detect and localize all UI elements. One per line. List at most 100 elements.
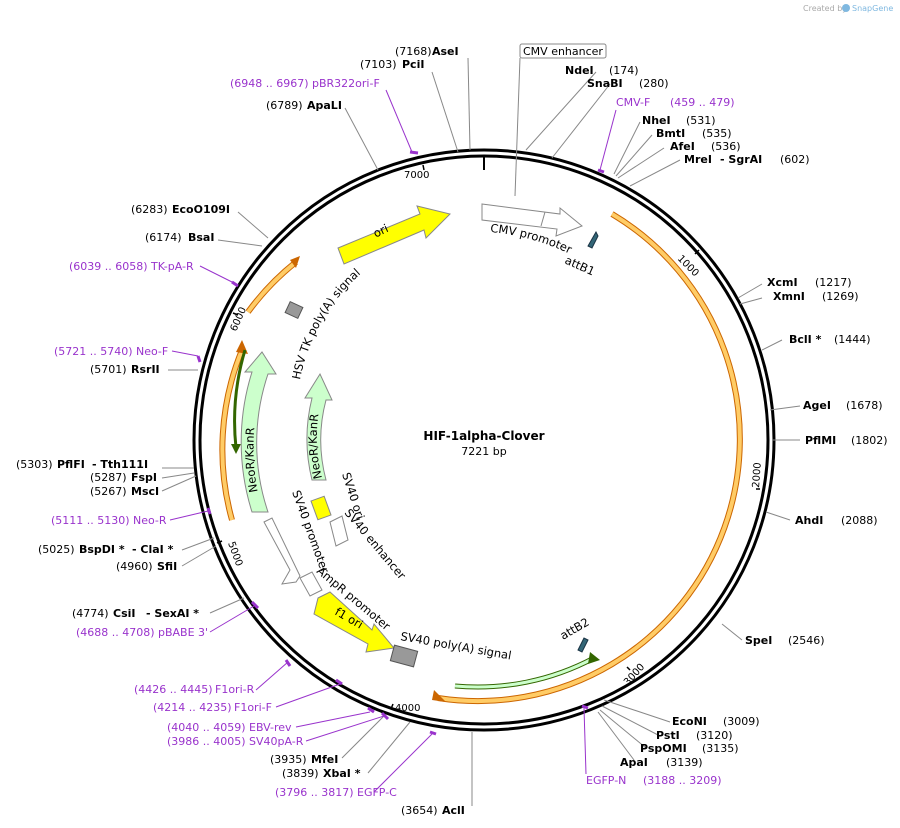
sv40-enhancer-feature — [329, 515, 349, 547]
enzyme-name: AfeI — [670, 140, 695, 153]
attb1-feature — [587, 230, 599, 249]
primer-name: EGFP-C — [357, 786, 397, 799]
primer-range: (459 .. 479) — [670, 96, 735, 109]
primer-name: TK-pA-R — [150, 260, 194, 273]
plasmid-name: HIF-1alpha-Clover — [423, 429, 544, 443]
attb1-label: attB1 — [563, 253, 597, 279]
enzyme-name: AhdI — [795, 514, 823, 527]
primer-range: (3986 .. 4005) — [167, 735, 246, 748]
enzyme-pos: (535) — [702, 127, 732, 140]
primer-range: (6039 .. 6058) — [69, 260, 148, 273]
enzyme-pos: (4960) — [116, 560, 153, 573]
primer-name: EGFP-N — [586, 774, 626, 787]
enzyme-pos: (3135) — [702, 742, 739, 755]
enzyme-name: SpeI — [745, 634, 772, 647]
enzyme-pos: (5025) — [38, 543, 75, 556]
cmv-promoter-feature — [481, 203, 583, 237]
enzyme-pos: (531) — [686, 114, 716, 127]
sv40-polya-feature — [389, 644, 419, 668]
primer-name: Neo-R — [133, 514, 167, 527]
enzyme-pos: (1678) — [846, 399, 883, 412]
snapgene-logo-icon — [842, 4, 850, 12]
enzyme-name: CsiI — [113, 607, 135, 620]
primer-name: pBABE 3' — [158, 626, 208, 639]
primer-name: Neo-F — [136, 345, 168, 358]
primer-range: (3796 .. 3817) — [275, 786, 354, 799]
enzyme-name: NheI — [642, 114, 671, 127]
ampr-promoter-feature — [299, 571, 323, 597]
primer-range: (5111 .. 5130) — [51, 514, 130, 527]
sv40-ori-feature — [310, 495, 332, 521]
enzyme-name: RsrII — [131, 363, 160, 376]
cmv-enhancer-box — [519, 43, 607, 59]
neor-outer-label: NeoR/KanR — [242, 427, 260, 494]
primer-name: F1ori-F — [234, 701, 272, 714]
enzyme-pos: (1217) — [815, 276, 852, 289]
enzyme-pos: (2088) — [841, 514, 878, 527]
primer-labels: (6948 .. 6967) pBR322ori-F (6039 .. 6058… — [51, 77, 735, 799]
attb2-label: attB2 — [558, 615, 592, 643]
plasmid-size: 7221 bp — [461, 445, 506, 458]
primer-name: F1ori-R — [215, 683, 255, 696]
tick-4000: 4000 — [395, 703, 420, 714]
enzyme-name: BmtI — [656, 127, 685, 140]
enzyme-pos: (4774) — [72, 607, 109, 620]
enzyme-pos: (1269) — [822, 290, 859, 303]
primer-range: (4426 .. 4445) — [134, 683, 213, 696]
enzyme-labels-right: NdeI (174) SnaBI (280) NheI (531) BmtI (… — [565, 64, 888, 769]
enzyme-pos: (6789) — [266, 99, 303, 112]
enzyme-name: MscI — [131, 485, 159, 498]
enzyme-pos: (5267) — [90, 485, 127, 498]
enzyme-name: BsaI — [188, 231, 214, 244]
primer-range: (6948 .. 6967) — [230, 77, 309, 90]
enzyme-name: NdeI — [565, 64, 594, 77]
enzyme-name: XmnI — [773, 290, 805, 303]
cmv-enhancer-label: CMV enhancer — [523, 45, 603, 58]
primer-range: (4214 .. 4235) — [153, 701, 232, 714]
primer-range: (5721 .. 5740) — [54, 345, 133, 358]
enzyme-name: EcoNI — [672, 715, 707, 728]
enzyme-name-extra: - Tth111I — [92, 458, 148, 471]
neor-kanr-inner-feature — [304, 372, 333, 481]
hsv-tk-polya-feature — [284, 300, 304, 320]
enzyme-pos: (5287) — [90, 471, 127, 484]
enzyme-name-extra: - ClaI * — [132, 543, 174, 556]
primer-leaders — [169, 89, 617, 793]
enzyme-pos: (7103) — [360, 58, 397, 71]
enzyme-name: XcmI — [767, 276, 798, 289]
enzyme-labels-left: (7168) AseI (7103) PciI (6789) ApaLI (62… — [16, 45, 465, 817]
enzyme-pos: (1444) — [834, 333, 871, 346]
enzyme-name: PstI — [656, 729, 680, 742]
sv40-promoter-feature — [263, 517, 301, 585]
neor-kanr-outer-feature — [240, 351, 277, 513]
enzyme-name: AclI — [442, 804, 465, 817]
primer-range: (4040 .. 4059) — [167, 721, 246, 734]
orange-feature-arrowhead — [432, 690, 446, 702]
enzyme-pos: (3139) — [666, 756, 703, 769]
enzyme-name: PflFI — [57, 458, 85, 471]
enzyme-pos: (2546) — [788, 634, 825, 647]
ori-feature — [337, 205, 451, 265]
enzyme-name: SnaBI — [587, 77, 623, 90]
enzyme-pos: (3654) — [401, 804, 438, 817]
enzyme-pos: (5701) — [90, 363, 127, 376]
enzyme-name: ApaI — [620, 756, 648, 769]
enzyme-pos: (602) — [780, 153, 810, 166]
enzyme-name: PspOMI — [640, 742, 687, 755]
enzyme-pos: (3009) — [723, 715, 760, 728]
enzyme-name: ApaLI — [307, 99, 342, 112]
hsv-tk-label: HSV TK poly(A) signal — [289, 265, 363, 380]
primer-range: (4688 .. 4708) — [76, 626, 155, 639]
enzyme-name: FspI — [131, 471, 157, 484]
enzyme-pos: (536) — [711, 140, 741, 153]
enzyme-pos: (3120) — [696, 729, 733, 742]
enzyme-name: PflMI — [805, 434, 836, 447]
primer-name: SV40pA-R — [249, 735, 304, 748]
enzyme-name: AgeI — [803, 399, 831, 412]
enzyme-name: BclI * — [789, 333, 822, 346]
enzyme-pos: (5303) — [16, 458, 53, 471]
primer-name: pBR322ori-F — [312, 77, 380, 90]
enzyme-pos: (3839) — [282, 767, 319, 780]
enzyme-pos: (174) — [609, 64, 639, 77]
